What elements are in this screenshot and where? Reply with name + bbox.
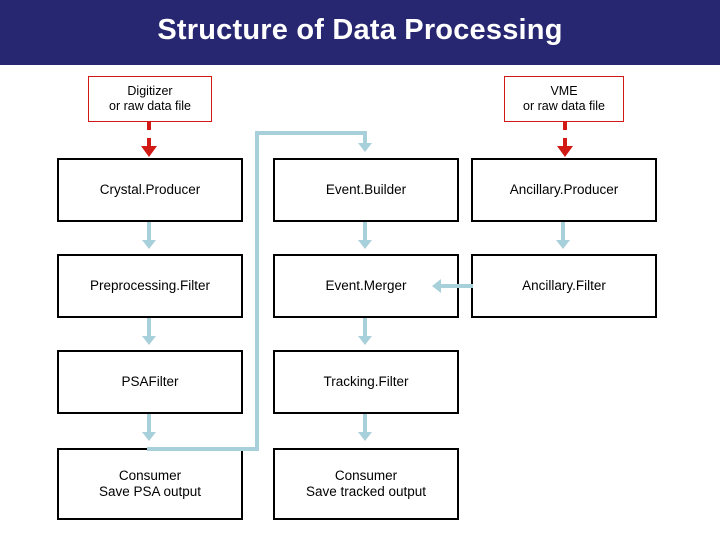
- process-box-tracking-filter: Tracking.Filter: [273, 350, 459, 414]
- process-label-event-merger: Event.Merger: [325, 277, 407, 293]
- process-label-consumer-tracked: Consumer Save tracked output: [305, 467, 427, 499]
- connector-line-builder-branch-top: [255, 131, 367, 135]
- process-label-event-builder: Event.Builder: [325, 181, 407, 197]
- process-box-ancillary-producer: Ancillary.Producer: [471, 158, 657, 222]
- connector-line-branch-to-consumer: [147, 447, 259, 451]
- process-box-consumer-tracked: Consumer Save tracked output: [273, 448, 459, 520]
- process-label-consumer-psa: Consumer Save PSA output: [98, 467, 202, 499]
- connector-arrow-builder-branch: [358, 143, 372, 152]
- red-arrow-head-digitizer: [141, 146, 157, 157]
- process-box-event-merger: Event.Merger: [273, 254, 459, 318]
- connector-line-c2-3: [363, 414, 367, 434]
- process-box-crystal-producer: Crystal.Producer: [57, 158, 243, 222]
- source-label-vme: VME or raw data file: [523, 83, 605, 113]
- connector-line-c1-3: [147, 414, 151, 434]
- process-label-tracking-filter: Tracking.Filter: [323, 373, 409, 389]
- connector-arrow-c2-3: [358, 432, 372, 441]
- process-label-psa-filter: PSAFilter: [121, 373, 179, 389]
- process-box-consumer-psa: Consumer Save PSA output: [57, 448, 243, 520]
- connector-arrow-c1-3: [142, 432, 156, 441]
- process-label-ancillary-producer: Ancillary.Producer: [509, 181, 619, 197]
- source-box-vme: VME or raw data file: [504, 76, 624, 122]
- connector-line-c1-2: [147, 318, 151, 338]
- page-title: Structure of Data Processing: [157, 14, 563, 46]
- process-box-ancillary-filter: Ancillary.Filter: [471, 254, 657, 318]
- process-box-psa-filter: PSAFilter: [57, 350, 243, 414]
- connector-arrow-c3-1: [556, 240, 570, 249]
- connector-line-c1-1: [147, 222, 151, 242]
- connector-arrow-c1-2: [142, 336, 156, 345]
- process-label-ancillary-filter: Ancillary.Filter: [522, 277, 606, 293]
- connector-line-c3-1: [561, 222, 565, 242]
- process-box-event-builder: Event.Builder: [273, 158, 459, 222]
- red-dashed-line-vme: [563, 122, 567, 146]
- process-label-preprocessing-filter: Preprocessing.Filter: [89, 277, 211, 293]
- connector-arrow-c2-1: [358, 240, 372, 249]
- connector-line-c2-1: [363, 222, 367, 242]
- source-box-digitizer: Digitizer or raw data file: [88, 76, 212, 122]
- red-dashed-line-digitizer: [147, 122, 151, 146]
- connector-arrow-ancillary-to-merger: [432, 279, 441, 293]
- connector-line-ancillary-to-merger: [441, 284, 473, 288]
- source-label-digitizer: Digitizer or raw data file: [109, 83, 191, 113]
- process-label-crystal-producer: Crystal.Producer: [99, 181, 201, 197]
- process-box-preprocessing-filter: Preprocessing.Filter: [57, 254, 243, 318]
- connector-arrow-c2-2: [358, 336, 372, 345]
- red-arrow-head-vme: [557, 146, 573, 157]
- connector-line-builder-branch-up: [363, 131, 367, 143]
- connector-arrow-c1-1: [142, 240, 156, 249]
- title-banner: [0, 0, 720, 65]
- connector-line-c2-2: [363, 318, 367, 338]
- connector-line-builder-branch-down: [255, 131, 259, 451]
